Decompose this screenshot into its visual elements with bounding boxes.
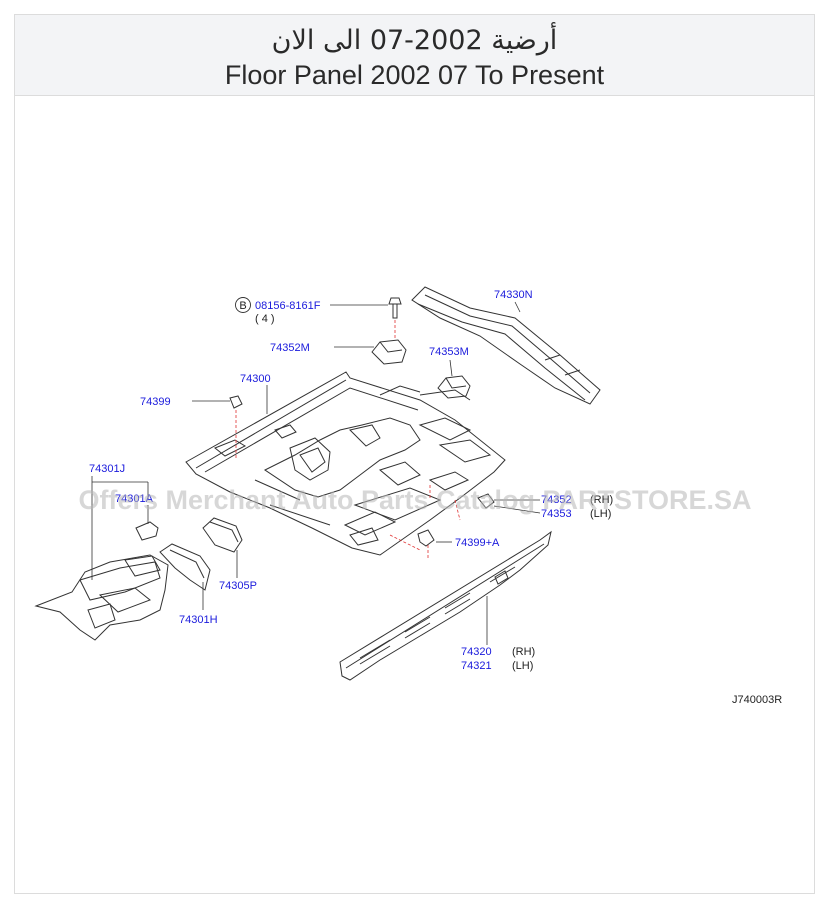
part-label-74352M[interactable]: 74352M	[270, 342, 310, 354]
diagram-frame: أرضية 2002-07 الى الان Floor Panel 2002 …	[14, 14, 815, 894]
side-sill-drawing	[339, 530, 552, 681]
part-side-74320: (RH)	[512, 646, 535, 658]
page-title-arabic: أرضية 2002-07 الى الان	[271, 25, 558, 56]
part-label-74352[interactable]: 74352	[541, 494, 572, 506]
part-label-74353[interactable]: 74353	[541, 508, 572, 520]
part-label-74320[interactable]: 74320	[461, 646, 492, 658]
part-label-74301A[interactable]: 74301A	[115, 493, 154, 505]
panel-74301H-drawing	[159, 543, 211, 591]
page-title-english: Floor Panel 2002 07 To Present	[224, 60, 605, 90]
part-label-74321[interactable]: 74321	[461, 660, 492, 672]
side-bracket-drawings	[389, 485, 495, 560]
bracket-74301A-drawing	[135, 521, 159, 541]
tunnel-member-drawing	[411, 286, 601, 405]
diagram-code: J740003R	[732, 694, 782, 706]
part-label-08156[interactable]: 08156-8161F	[255, 300, 321, 312]
bolt-callout[interactable]: B 08156-8161F ( 4 )	[235, 297, 321, 326]
part-label-74305P[interactable]: 74305P	[219, 580, 257, 592]
part-label-74300[interactable]: 74300	[240, 373, 271, 385]
watermark: Offers Merchant Auto Parts Catalog PARTS…	[78, 485, 751, 515]
front-floor-drawing	[34, 554, 169, 641]
bolt-drawing	[388, 297, 402, 340]
part-side-74352: (RH)	[590, 494, 613, 506]
floor-panel-drawing	[185, 371, 506, 556]
part-label-74301J[interactable]: 74301J	[89, 463, 125, 475]
part-label-74330N[interactable]: 74330N	[494, 289, 533, 301]
part-side-74353: (LH)	[590, 508, 611, 520]
page-header: أرضية 2002-07 الى الان Floor Panel 2002 …	[15, 15, 814, 96]
clip-74399-drawing	[229, 395, 243, 460]
part-label-74353M[interactable]: 74353M	[429, 346, 469, 358]
bracket-drawings	[371, 339, 471, 399]
part-qty-08156: ( 4 )	[255, 313, 275, 325]
leader-lines	[91, 301, 541, 645]
part-label-74301H[interactable]: 74301H	[179, 614, 218, 626]
part-label-74399A[interactable]: 74399+A	[455, 537, 500, 549]
panel-74305P-drawing	[202, 517, 243, 553]
part-side-74321: (LH)	[512, 660, 533, 672]
bolt-badge: B	[239, 300, 246, 312]
part-label-74399[interactable]: 74399	[140, 396, 171, 408]
